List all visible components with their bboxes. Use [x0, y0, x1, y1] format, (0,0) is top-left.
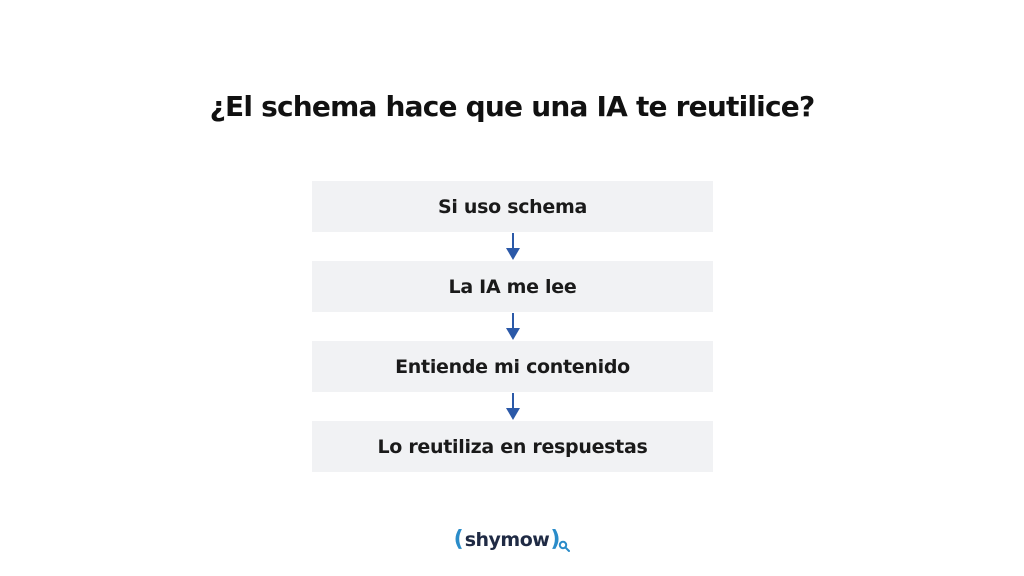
- logo-text: shymow: [464, 529, 550, 551]
- flow-step-1: Si uso schema: [312, 181, 713, 232]
- shymow-logo: ( shymow ): [0, 525, 1024, 555]
- logo-paren-close: ): [550, 527, 561, 552]
- flow-step-3: Entiende mi contenido: [312, 341, 713, 392]
- arrow-down-icon: [312, 232, 713, 261]
- diagram-title: ¿El schema hace que una IA te reutilice?: [209, 90, 816, 123]
- flow-diagram: Si uso schema La IA me lee Entiende mi c…: [312, 181, 713, 472]
- flow-step-4: Lo reutiliza en respuestas: [312, 421, 713, 472]
- flow-step-2: La IA me lee: [312, 261, 713, 312]
- arrow-down-icon: [312, 392, 713, 421]
- logo-mark: ( shymow ): [454, 525, 571, 555]
- logo-paren-open: (: [453, 527, 464, 552]
- magnifier-icon: [558, 537, 571, 556]
- arrow-down-icon: [312, 312, 713, 341]
